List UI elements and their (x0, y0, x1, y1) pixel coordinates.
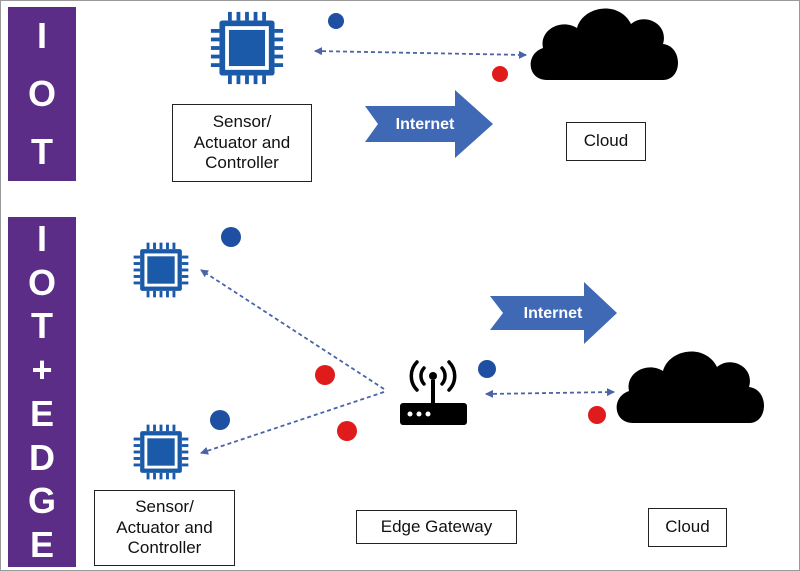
blue-dot (478, 360, 496, 378)
band-letter: O (27, 261, 56, 303)
iot-edge-band: I O T + E D G E (8, 217, 76, 567)
band-letter: + (31, 349, 53, 391)
top-internet-label: Internet (396, 116, 455, 133)
red-dot (492, 66, 508, 82)
band-letter: I (36, 15, 47, 56)
band-letter: E (29, 392, 54, 434)
top-cloud-label: Cloud (583, 131, 629, 151)
dashed-link (314, 47, 527, 59)
router-icon (400, 360, 467, 425)
bottom-chip-upper-icon (133, 242, 189, 298)
blue-dot (221, 227, 241, 247)
top-internet-arrow: Internet (365, 90, 493, 158)
red-dot (588, 406, 606, 424)
band-letter: T (31, 305, 53, 347)
band-letter: O (27, 73, 56, 114)
band-letter: I (36, 217, 47, 259)
bottom-cloud-label: Cloud (665, 517, 710, 537)
iot-band: I O T (8, 7, 76, 181)
bottom-internet-arrow: Internet (490, 282, 617, 344)
blue-dot (328, 13, 344, 29)
red-dot (337, 421, 357, 441)
top-sensor-label: Sensor/ Actuator and Controller (193, 112, 291, 173)
gateway-label-box: Edge Gateway (356, 510, 517, 544)
top-chip-icon (210, 11, 284, 85)
band-letter: D (29, 436, 55, 478)
bottom-chip-lower-icon (133, 424, 189, 480)
bottom-internet-label: Internet (524, 305, 583, 322)
blue-dot (210, 410, 230, 430)
red-dot (315, 365, 335, 385)
top-cloud-icon (530, 8, 678, 81)
band-letter: T (31, 131, 53, 172)
band-letter: G (27, 480, 56, 522)
bottom-sensor-label-box: Sensor/ Actuator and Controller (94, 490, 235, 566)
bottom-cloud-label-box: Cloud (648, 508, 727, 547)
top-sensor-label-box: Sensor/ Actuator and Controller (172, 104, 312, 182)
dashed-link (485, 388, 615, 398)
dashed-link (200, 269, 385, 390)
band-letter: E (29, 524, 54, 566)
bottom-cloud-icon (616, 351, 764, 423)
bottom-sensor-label: Sensor/ Actuator and Controller (116, 497, 213, 558)
top-cloud-label-box: Cloud (566, 122, 646, 161)
gateway-label: Edge Gateway (380, 516, 493, 536)
